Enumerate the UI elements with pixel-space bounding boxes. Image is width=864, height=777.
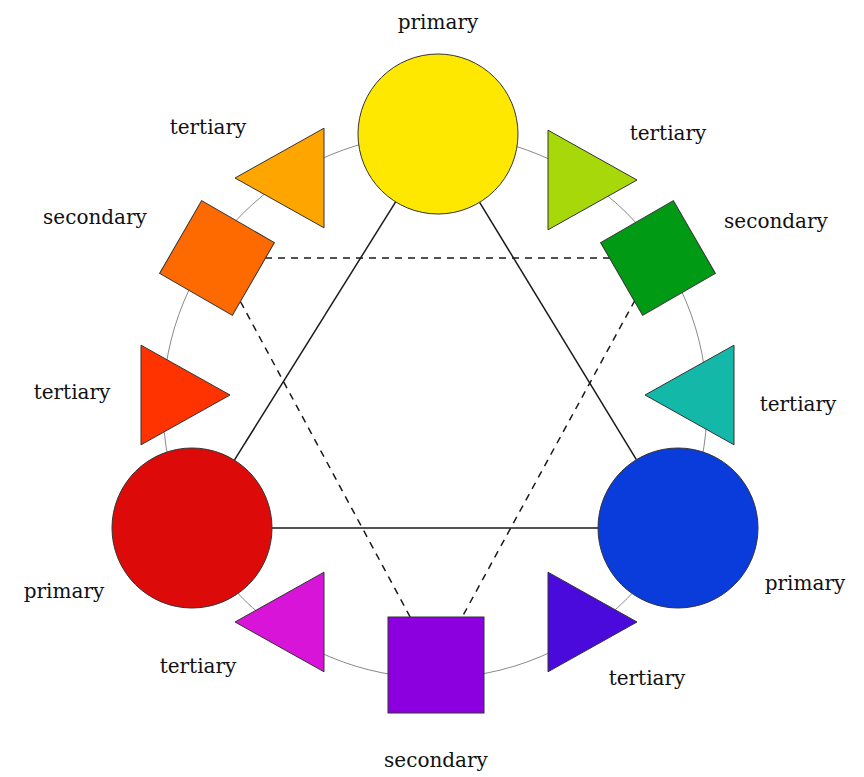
color-node: primary: [597, 447, 759, 609]
shape-outline: [640, 342, 740, 448]
tertiary-triangle: [141, 345, 230, 445]
tertiary-triangle: [548, 572, 637, 672]
shape-outline: [357, 53, 519, 215]
primary-circle: [598, 448, 758, 608]
primary-circle: [358, 54, 518, 214]
shape-outline: [230, 125, 330, 231]
primary-circle: [112, 448, 272, 608]
shape-outline: [135, 342, 235, 448]
color-node: primary: [357, 53, 519, 215]
shape-label: primary: [398, 10, 479, 34]
shape-outline: [111, 447, 273, 609]
color-node: tertiary: [230, 569, 330, 675]
shape-label: tertiary: [34, 380, 111, 404]
secondary-square: [160, 201, 275, 316]
dashed-connector: [265, 257, 610, 259]
color-node: tertiary: [135, 342, 235, 448]
color-node: secondary: [161, 202, 273, 314]
wheel-ring: [163, 134, 707, 678]
shape-outline: [542, 127, 642, 233]
color-node: secondary: [602, 202, 714, 314]
tertiary-triangle: [548, 130, 637, 230]
dashed-connector: [240, 300, 410, 617]
tertiary-triangle: [645, 345, 734, 445]
tertiary-triangle: [235, 572, 324, 672]
shape-outline: [230, 569, 330, 675]
shape-label: secondary: [384, 748, 488, 772]
shape-outline: [542, 569, 642, 675]
tertiary-triangle: [235, 128, 324, 228]
shape-label: primary: [765, 571, 846, 595]
color-node: tertiary: [640, 342, 740, 448]
shape-label: tertiary: [760, 392, 837, 416]
solid-connector: [272, 527, 598, 529]
shape-label: tertiary: [630, 121, 707, 145]
shape-outline: [386, 615, 486, 715]
color-node: tertiary: [230, 125, 330, 231]
shape-label: secondary: [724, 209, 828, 233]
shape-outline: [602, 202, 714, 314]
shape-outline: [161, 202, 273, 314]
color-node: tertiary: [542, 127, 642, 233]
shape-label: tertiary: [170, 115, 247, 139]
color-node: primary: [111, 447, 273, 609]
secondary-square: [601, 201, 716, 316]
shape-label: tertiary: [609, 666, 686, 690]
shape-outline: [597, 447, 759, 609]
shape-label: secondary: [43, 205, 147, 229]
secondary-square: [388, 617, 484, 713]
color-node: tertiary: [542, 569, 642, 675]
color-node: secondary: [386, 615, 486, 715]
shape-label: primary: [24, 579, 105, 603]
shape-label: tertiary: [160, 654, 237, 678]
